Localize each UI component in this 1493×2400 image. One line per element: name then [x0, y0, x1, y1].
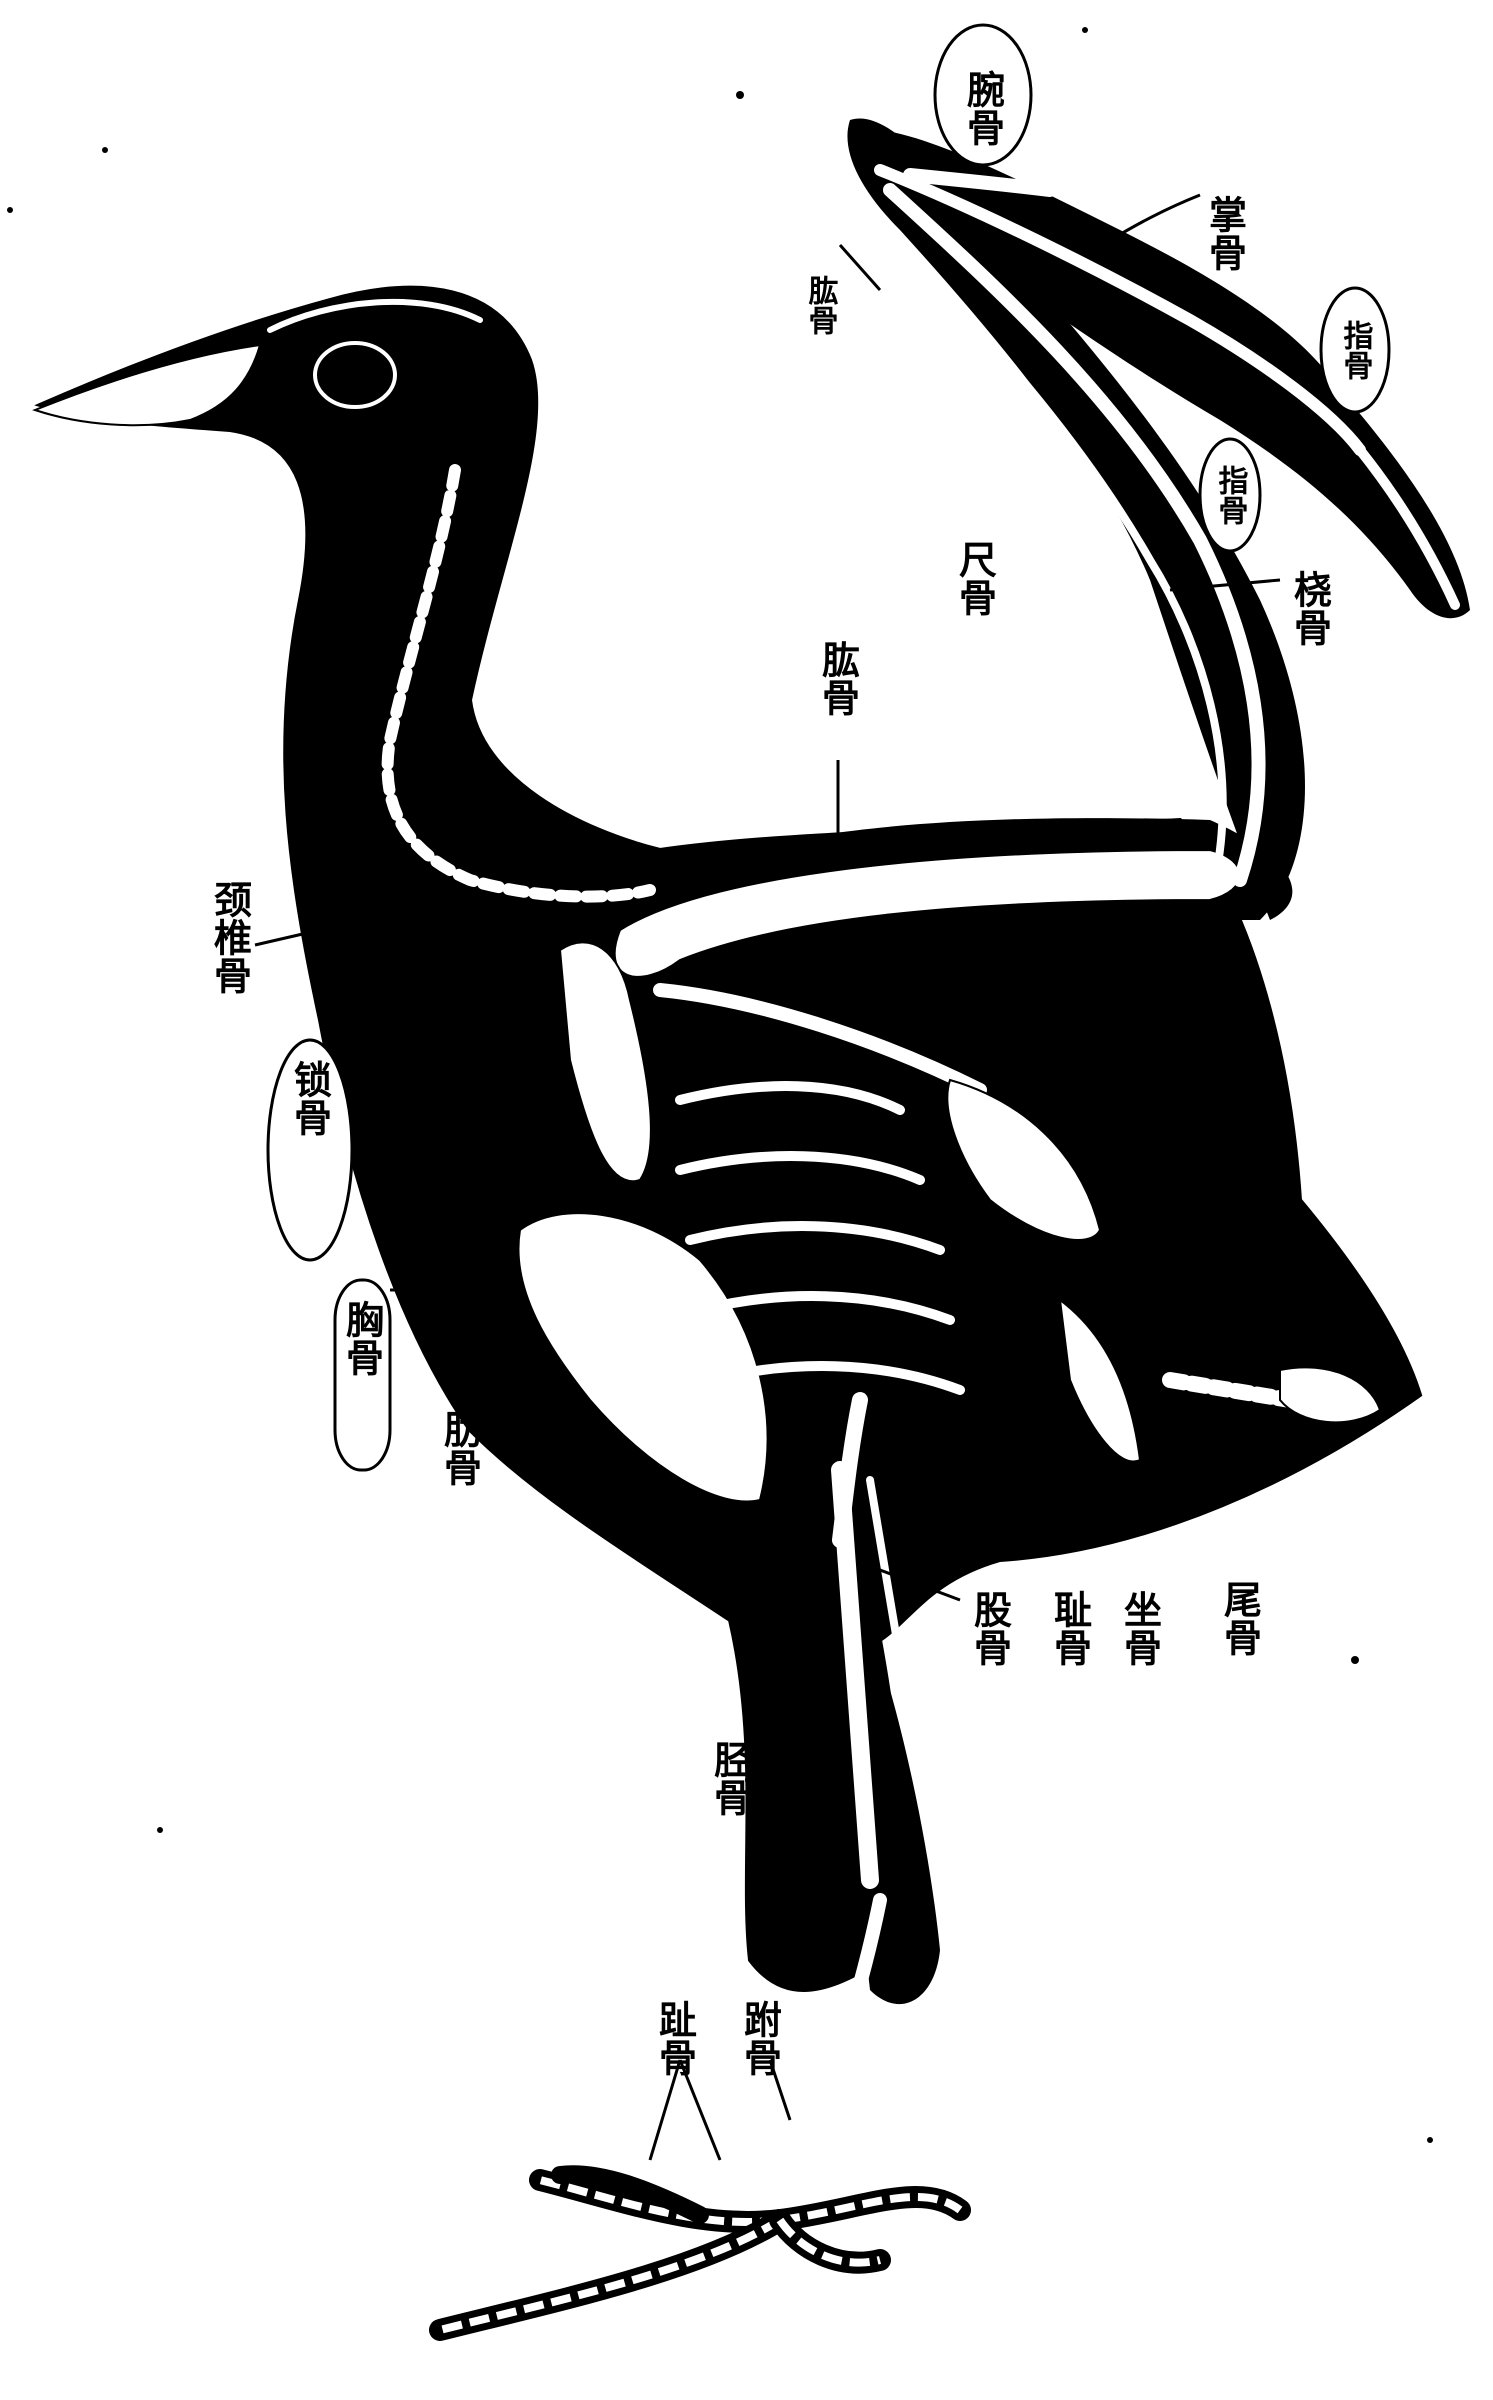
label-tibia: 胫骨 — [708, 1740, 753, 1816]
label-cervical: 颈椎骨 — [208, 880, 253, 994]
label-ilium: 髂骨 — [1178, 1120, 1223, 1196]
label-humerus-upper-left: 肱骨 — [803, 275, 839, 335]
label-humerus-mid: 肱骨 — [816, 640, 861, 716]
label-sternum: 胸骨 — [340, 1300, 385, 1376]
toe-3 — [440, 2220, 780, 2330]
label-forearm-left: 尺骨 — [953, 540, 998, 616]
foot — [440, 2174, 960, 2330]
leader-humerus-upper — [840, 245, 880, 290]
orbit — [315, 343, 395, 407]
label-pubis: 耻骨 — [1048, 1590, 1093, 1666]
label-tail: 尾骨 — [1218, 1580, 1263, 1656]
label-femur: 股骨 — [968, 1590, 1013, 1666]
label-manus-top: 腕骨 — [961, 69, 1006, 146]
label-tarsometatarsus: 跗骨 — [738, 2000, 783, 2076]
label-digit-mid: 指骨 — [1213, 465, 1249, 525]
label-metacarpal: 掌骨 — [1203, 195, 1248, 271]
label-thoracic: 胸椎 — [1228, 1050, 1273, 1126]
label-digit-right: 指骨 — [1338, 320, 1374, 380]
label-ischium: 坐骨 — [1118, 1590, 1163, 1666]
label-forearm-right: 桡骨 — [1288, 570, 1333, 646]
leader-metacarpal — [1110, 195, 1200, 240]
label-scapula: 肩胛骨 — [1028, 989, 1073, 1104]
label-ribs: 肋骨 — [438, 1410, 483, 1486]
label-clavicle: 锁骨 — [288, 1060, 333, 1136]
label-toes: 趾骨 — [653, 2000, 698, 2076]
